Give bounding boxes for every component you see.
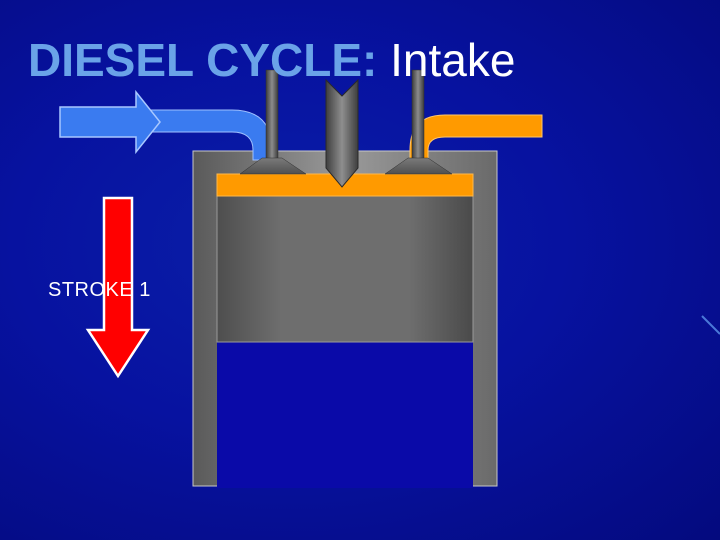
title-bold: DIESEL CYCLE: (28, 34, 378, 86)
stroke-label: STROKE 1 (48, 279, 151, 301)
piston (216, 195, 474, 343)
fuel-injector (325, 78, 359, 188)
right-arrow-icon (59, 89, 161, 155)
exhaust-valve (384, 69, 453, 175)
decorative-line (701, 315, 720, 335)
intake-valve (239, 69, 307, 175)
slide-title: DIESEL CYCLE: Intake (28, 34, 515, 86)
title-plain: Intake (390, 34, 516, 86)
down-arrow-icon (85, 196, 151, 379)
